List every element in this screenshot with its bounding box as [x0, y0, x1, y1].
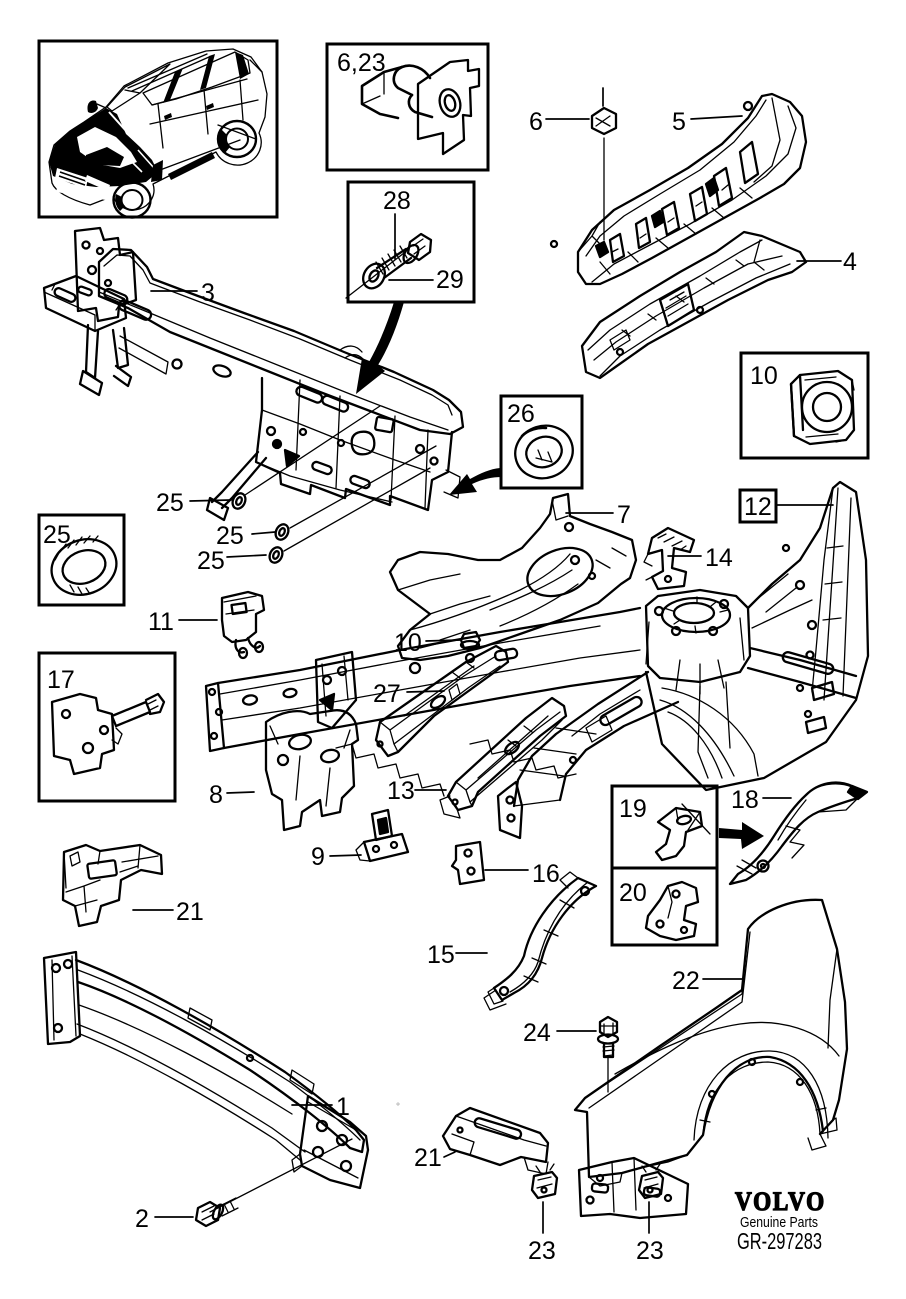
svg-text:2: 2	[135, 1205, 149, 1233]
svg-text:5: 5	[672, 108, 686, 136]
svg-text:7: 7	[617, 501, 631, 529]
svg-text:25: 25	[156, 489, 184, 517]
svg-text:17: 17	[47, 666, 75, 694]
svg-text:VOLVO: VOLVO	[735, 1187, 826, 1216]
svg-text:13: 13	[387, 777, 415, 805]
svg-text:23: 23	[528, 1237, 556, 1265]
svg-text:19: 19	[619, 795, 647, 823]
svg-text:4: 4	[843, 248, 857, 276]
svg-text:8: 8	[209, 781, 223, 809]
svg-text:22: 22	[672, 967, 700, 995]
svg-text:26: 26	[507, 400, 535, 428]
svg-text:12: 12	[744, 493, 772, 521]
svg-text:6: 6	[529, 108, 543, 136]
svg-text:20: 20	[619, 879, 647, 907]
svg-text:11: 11	[148, 608, 174, 636]
svg-text:10: 10	[750, 362, 778, 390]
svg-text:9: 9	[311, 843, 325, 871]
svg-text:Genuine Parts: Genuine Parts	[740, 1214, 818, 1231]
svg-text:29: 29	[436, 266, 464, 294]
svg-text:21: 21	[176, 898, 204, 926]
svg-text:25: 25	[197, 547, 225, 575]
svg-text:28: 28	[383, 187, 411, 215]
svg-text:18: 18	[731, 786, 759, 814]
svg-text:15: 15	[427, 941, 455, 969]
svg-text:25: 25	[216, 522, 244, 550]
svg-text:16: 16	[532, 860, 560, 888]
svg-text:21: 21	[414, 1144, 442, 1172]
svg-text:GR-297283: GR-297283	[737, 1228, 822, 1254]
svg-text:24: 24	[523, 1019, 551, 1047]
svg-text:14: 14	[705, 544, 733, 572]
svg-text:23: 23	[636, 1237, 664, 1265]
svg-text:6,23: 6,23	[337, 49, 386, 77]
